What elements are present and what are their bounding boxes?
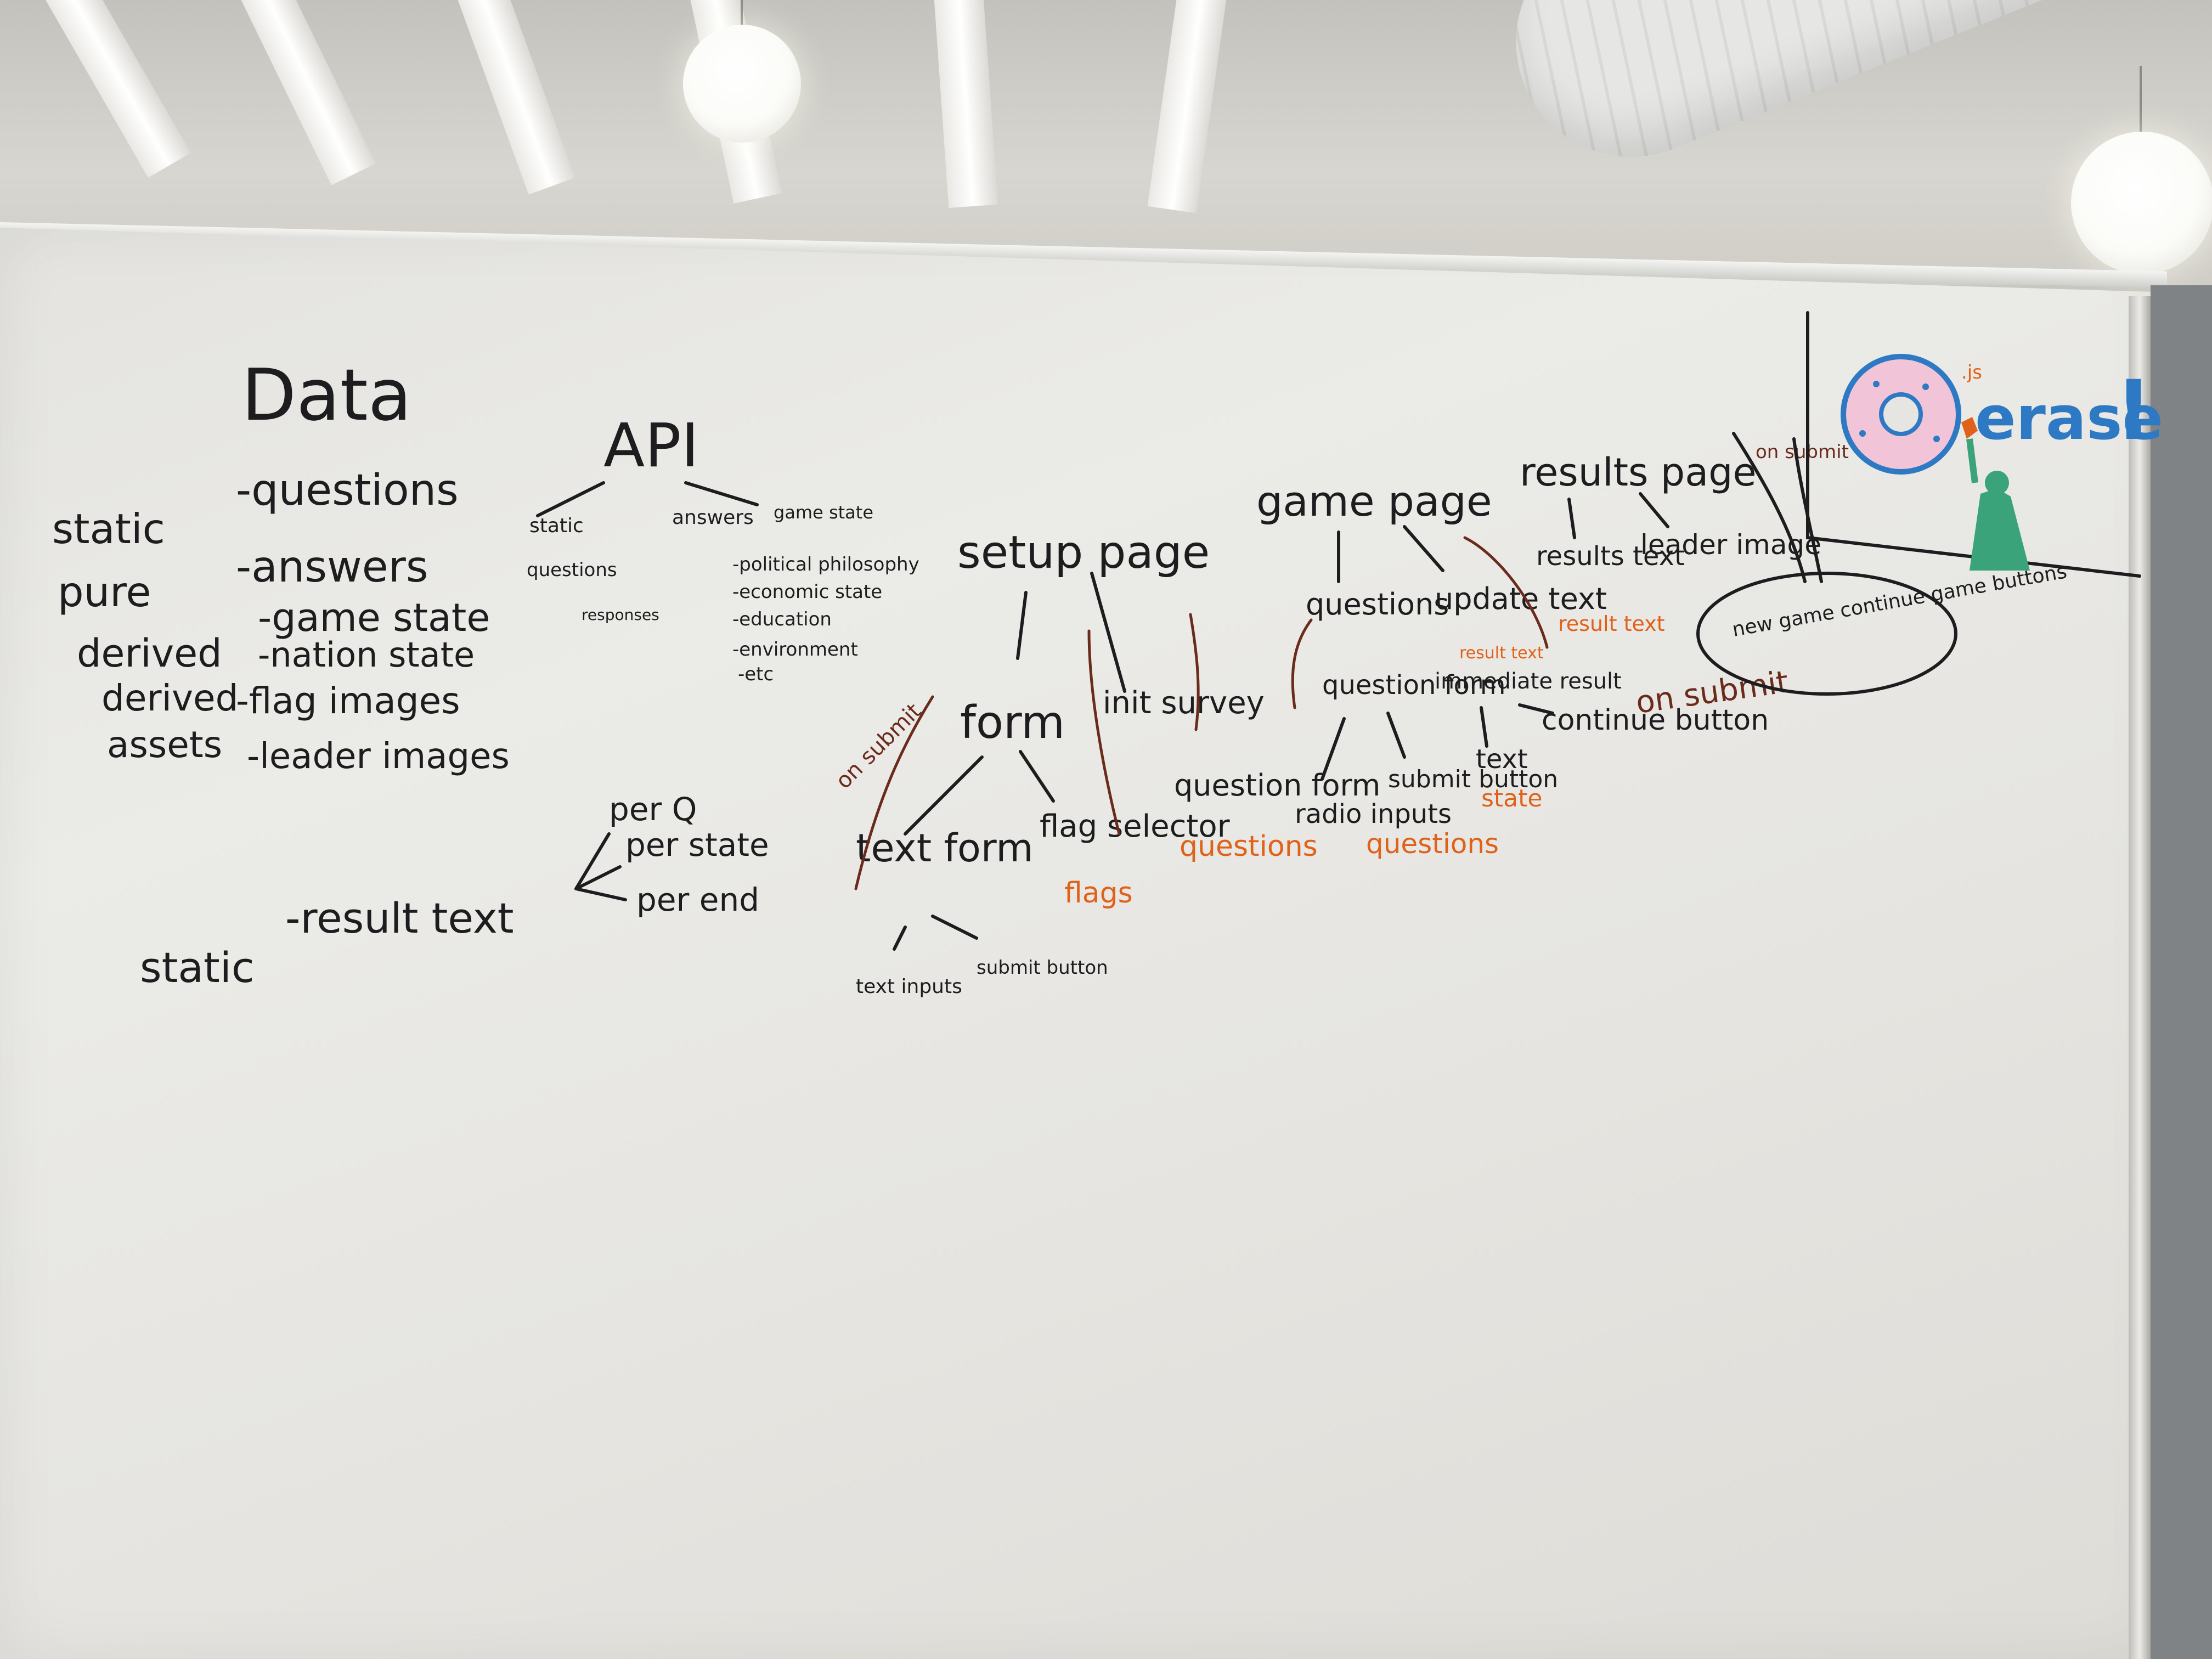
api-title: API [603, 410, 699, 481]
question-form-child: submit button [1388, 765, 1558, 793]
flag-tag: flags [1064, 877, 1133, 910]
statue-of-liberty-icon [1961, 417, 2030, 571]
api-branch: game state [774, 502, 873, 523]
api-game-state-children: -political philosophy -economic state -e… [732, 554, 919, 685]
buttons-box-label: new game continue game buttons [1730, 560, 2068, 641]
data-item: -nation state [258, 635, 475, 675]
background-wall [2151, 285, 2212, 1659]
data-row: static -questions [52, 466, 459, 553]
result-branch: per Q [609, 791, 697, 828]
data-item: -leader images [247, 736, 510, 777]
setup-child: form [960, 697, 1065, 749]
result-text-tree: static -result text per Q per state per … [140, 791, 769, 992]
form-child: flag selector [1040, 809, 1231, 844]
setup-page-title: setup page [957, 527, 1210, 579]
game-child: questions [1306, 587, 1449, 622]
whiteboard-surface [0, 228, 2162, 1659]
game-state-item: -economic state [732, 581, 882, 603]
data-item: -questions [236, 466, 459, 515]
data-item: -answers [236, 543, 428, 592]
result-branch: per state [625, 826, 769, 864]
pendant-lamp [683, 25, 801, 143]
immediate-child: text [1476, 744, 1528, 775]
results-on-submit: on submit [1756, 441, 1849, 463]
results-child: leader image [1640, 529, 1821, 561]
game-state-item: -education [732, 608, 832, 630]
data-row: derived -nation state [101, 635, 475, 719]
text-form-child: submit button [977, 957, 1108, 979]
logo-word: erase [1975, 383, 2163, 453]
api-branch: static [529, 515, 584, 537]
results-tag: result text [1558, 612, 1665, 636]
result-kind: static [140, 943, 255, 992]
question-form-child: radio inputs [1295, 799, 1452, 830]
update-tag: result text [1459, 644, 1544, 663]
survey-child: question form [1174, 768, 1380, 803]
whiteboard-side-frame [2129, 296, 2151, 1659]
data-row: -leader images [247, 736, 510, 777]
pendant-lamp [2071, 132, 2212, 274]
data-kind: pure [58, 568, 151, 616]
text-tag: state [1481, 785, 1542, 812]
data-title: Data [241, 353, 411, 437]
logo-bang: ! [2115, 363, 2152, 459]
data-item: -flag images [236, 680, 460, 722]
results-child: results text [1536, 541, 1685, 572]
question-tag: questions [1366, 828, 1499, 860]
data-kind: static [52, 505, 165, 553]
game-page-title: game page [1256, 477, 1492, 526]
logo-suffix: .js [1961, 362, 1982, 383]
game-state-item: -etc [738, 663, 774, 685]
results-page-title: results page [1520, 450, 1757, 495]
api-branch: answers [672, 506, 754, 529]
question-child: question form [1322, 670, 1506, 701]
survey-tag: questions [1180, 830, 1318, 863]
api-static-child: questions [527, 559, 617, 581]
game-state-item: -political philosophy [732, 554, 919, 575]
api-static-child: responses [582, 606, 659, 624]
data-row: pure -answers [58, 543, 428, 616]
data-kind: derived [77, 631, 222, 676]
form-child: text form [856, 826, 1034, 871]
game-state-item: -environment [732, 639, 858, 661]
data-item: -game state [258, 595, 490, 640]
data-kind: derived [101, 677, 239, 719]
game-child: update text [1435, 582, 1607, 616]
donut-logo-icon [1841, 354, 1961, 475]
lamp-cord [2140, 66, 2142, 137]
data-kind: assets [107, 724, 222, 766]
text-form-child: text inputs [856, 975, 962, 998]
result-item: -result text [285, 894, 514, 943]
data-row: assets -flag images [107, 680, 460, 766]
lamp-cord [741, 0, 743, 33]
question-child: immediate result [1435, 669, 1622, 694]
data-row: derived -game state [77, 595, 490, 676]
immediate-child: continue button [1542, 704, 1769, 737]
setup-child: init survey [1103, 685, 1265, 721]
setup-on-submit: on submit [831, 698, 927, 794]
result-branch: per end [636, 881, 759, 918]
